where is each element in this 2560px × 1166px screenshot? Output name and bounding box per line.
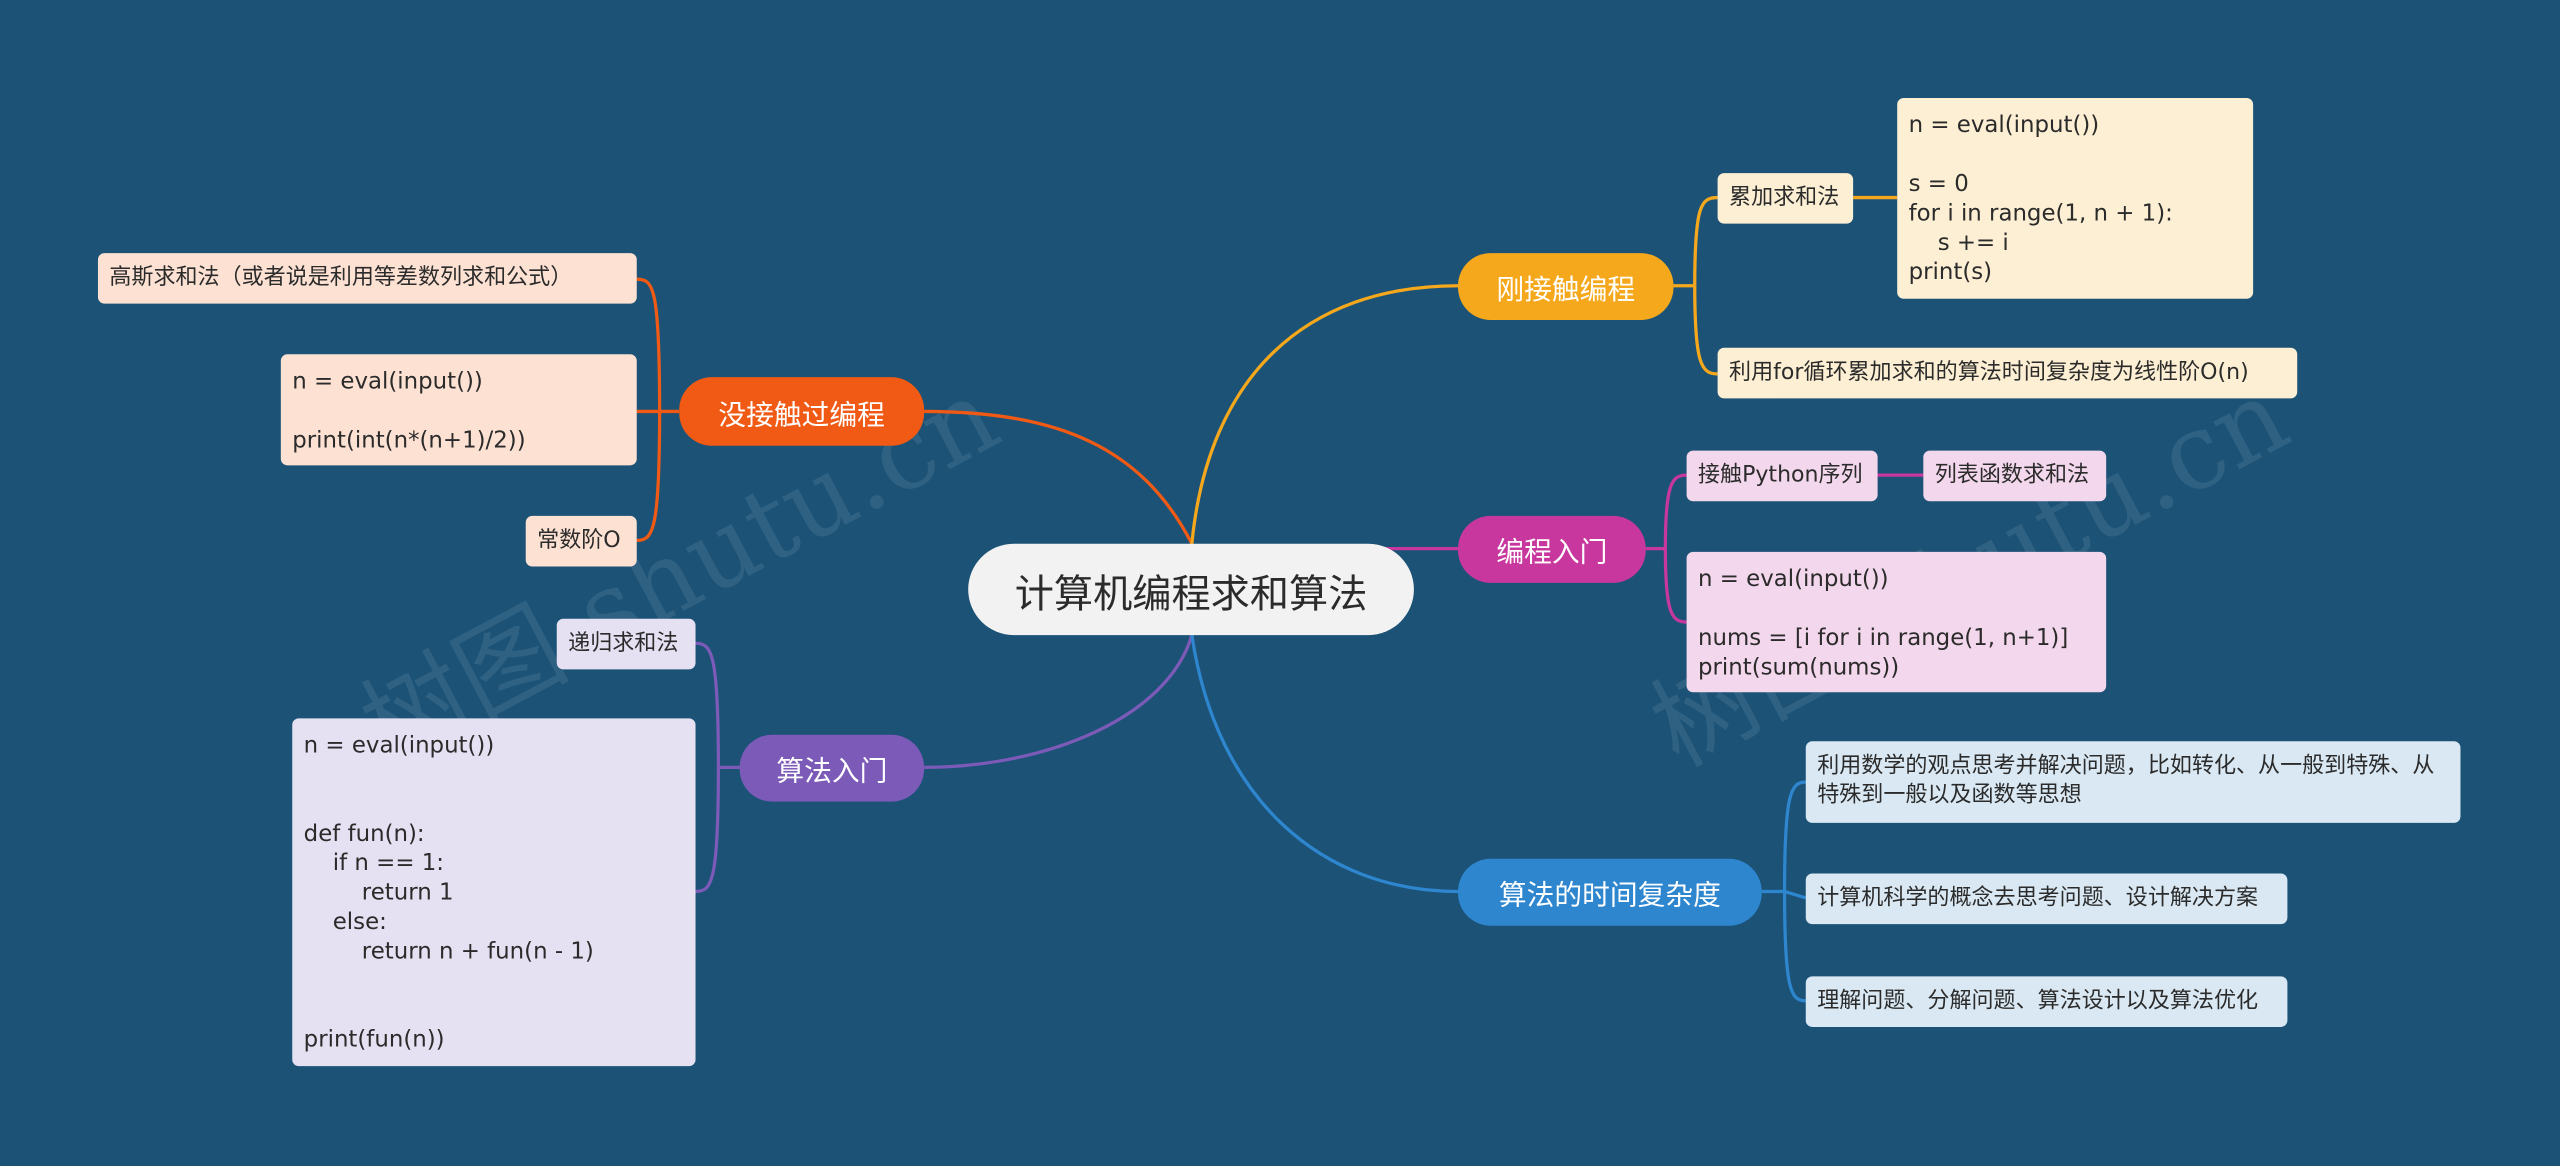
leaf-code-loop[interactable]: n = eval(input()) s = 0 for i in range(1… (1897, 97, 2254, 299)
leaf-linear-order[interactable]: 利用for循环累加求和的算法时间复杂度为线性阶O(n) (1717, 347, 2298, 399)
branch-programming-intro[interactable]: 编程入门 (1458, 515, 1646, 583)
branch-time-complexity[interactable]: 算法的时间复杂度 (1458, 858, 1762, 926)
leaf-code-formula[interactable]: n = eval(input()) print(int(n*(n+1)/2)) (280, 354, 637, 466)
branch-new-programming[interactable]: 刚接触编程 (1458, 253, 1674, 321)
link-leaf (1784, 889, 1807, 900)
leaf-math-thinking[interactable]: 利用数学的观点思考并解决问题，比如转化、从一般到特殊、从特殊到一般以及函数等思想 (1805, 741, 2461, 823)
link-leaf (1693, 285, 1718, 376)
central-topic[interactable]: 计算机编程求和算法 (968, 543, 1414, 636)
link-leaf (1693, 195, 1718, 286)
leaf-code-recursive[interactable]: n = eval(input()) def fun(n): if n == 1:… (292, 718, 696, 1067)
leaf-list-function-sum[interactable]: 列表函数求和法 (1923, 450, 2107, 502)
link-algorithm-intro (924, 634, 1194, 770)
link-no-programming (924, 409, 1194, 545)
branch-algorithm-intro[interactable]: 算法入门 (739, 734, 925, 802)
link-time-complexity (1190, 634, 1459, 894)
leaf-gauss-sum[interactable]: 高斯求和法（或者说是利用等差数列求和公式） (97, 253, 637, 304)
link-leaf (1782, 780, 1806, 892)
leaf-cs-concepts[interactable]: 计算机科学的概念去思考问题、设计解决方案 (1805, 873, 2288, 925)
leaf-python-sequence[interactable]: 接触Python序列 (1686, 450, 1878, 502)
link-leaf (1663, 473, 1687, 549)
link-new-programming (1190, 284, 1459, 544)
leaf-constant-order[interactable]: 常数阶O (525, 515, 637, 567)
link-leaf (636, 411, 662, 543)
leaf-code-list[interactable]: n = eval(input()) nums = [i for i in ran… (1686, 551, 2107, 693)
leaf-problem-solving[interactable]: 理解问题、分解问题、算法设计以及算法优化 (1805, 976, 2288, 1027)
leaf-recursive-sum[interactable]: 递归求和法 (556, 618, 696, 670)
link-leaf (695, 641, 721, 768)
link-leaf (1663, 548, 1687, 624)
link-leaf (1782, 891, 1806, 1003)
leaf-accumulate-sum[interactable]: 累加求和法 (1717, 173, 1854, 224)
branch-no-programming[interactable]: 没接触过编程 (679, 377, 925, 446)
link-leaf (636, 277, 662, 412)
link-leaf (695, 767, 721, 894)
